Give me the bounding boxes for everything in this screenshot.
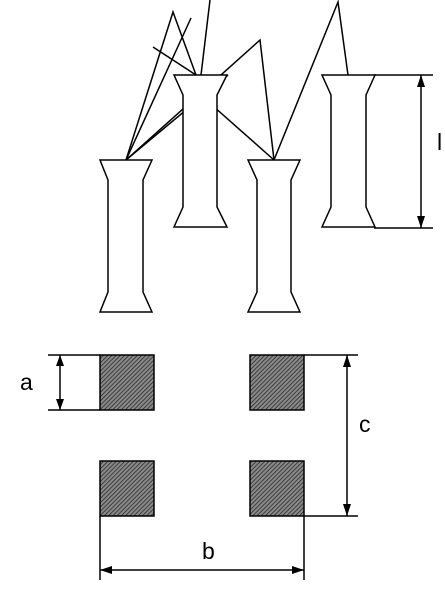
spool [172, 74, 229, 228]
hatched-square [249, 460, 305, 517]
dimension-a [48, 354, 100, 411]
hatched-square [249, 354, 305, 411]
tie-line [152, 46, 197, 76]
spool [320, 74, 377, 228]
tie-line [125, 38, 275, 161]
spool [246, 159, 302, 313]
tie-line [125, 9, 197, 161]
hatched-square [99, 460, 155, 517]
dimension-label-b: b [202, 538, 215, 564]
dimension-label-a: a [20, 369, 33, 395]
tie-line [200, 0, 211, 76]
dimension-l [374, 74, 433, 229]
tie-line [273, 0, 349, 161]
dimension-b [99, 516, 305, 580]
spool [98, 159, 154, 313]
tie-lines [125, 0, 349, 161]
dimension-label-c: c [359, 411, 371, 437]
tie-line [125, 17, 192, 161]
dimension-c [304, 354, 358, 517]
dimension-label-l: l [437, 129, 442, 155]
hatched-square [99, 354, 155, 411]
